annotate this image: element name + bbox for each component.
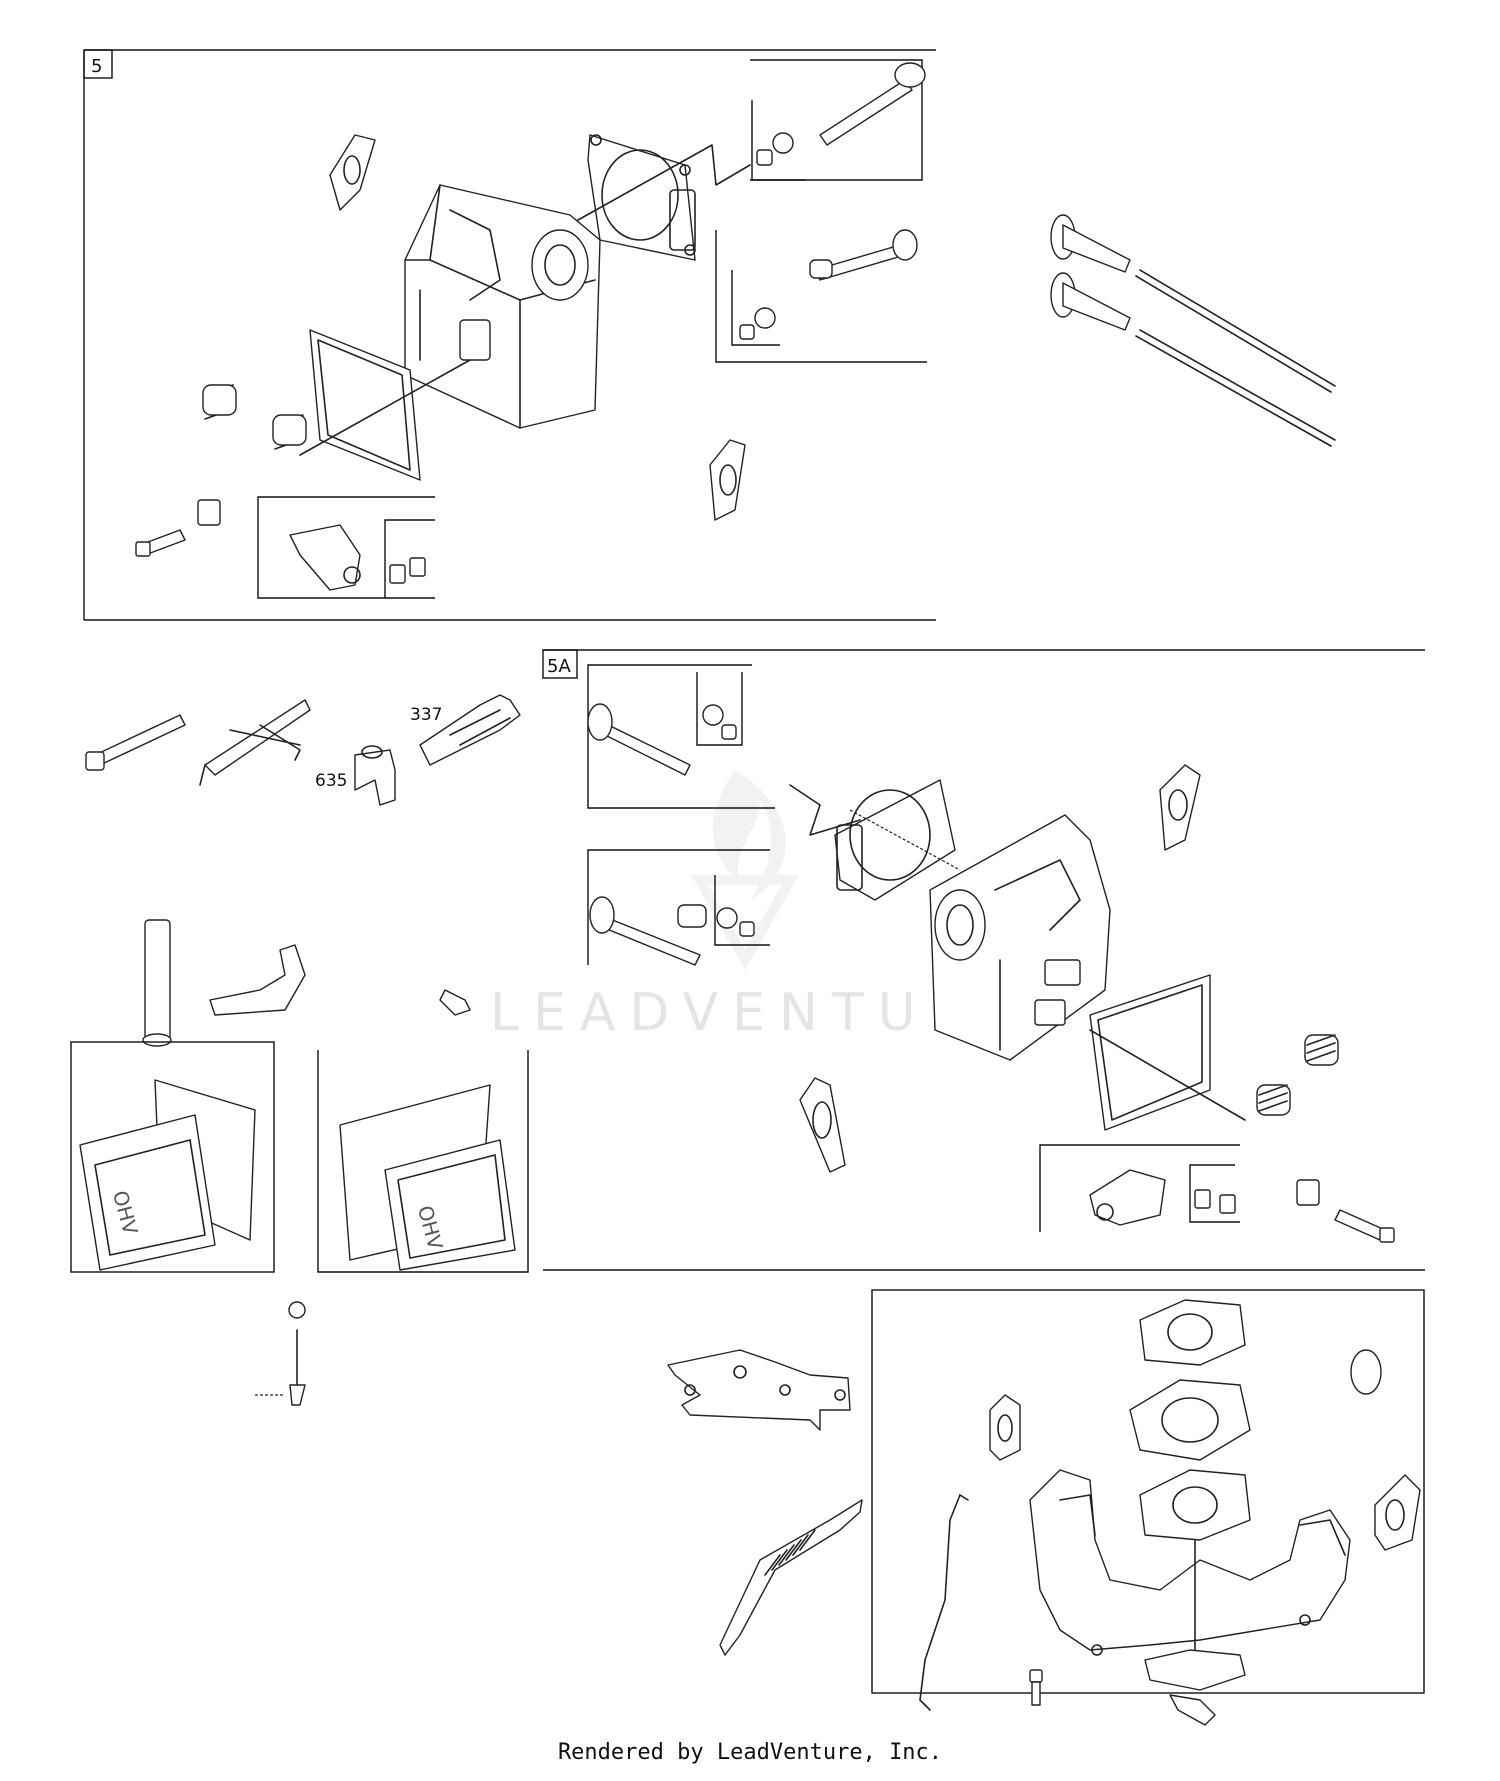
plug-boot [354, 745, 396, 806]
valve-box-upper-5 [577, 59, 926, 221]
manifold-screw-small [1029, 1669, 1043, 1706]
intake-valve [1050, 214, 1336, 393]
bolt-small [439, 989, 471, 1016]
dipstick-tube [142, 919, 172, 1047]
manifold-gasket-top [1139, 1299, 1246, 1366]
rocker-box-5 [257, 496, 435, 599]
manifold-bolt [1169, 1694, 1216, 1726]
exhaust-gasket-5 [709, 439, 746, 521]
rocker-cover-gasket-5 [299, 329, 471, 481]
section-5a-frame [542, 649, 1425, 1271]
callout-337: 337 [410, 705, 442, 725]
cylinder-head-5a [929, 814, 1111, 1061]
exhaust-manifold [1029, 1469, 1351, 1691]
manifold-gasket-mid [1139, 1469, 1251, 1541]
valve-springs-5 [202, 384, 307, 450]
spark-plug [419, 694, 521, 766]
head-bolt [85, 714, 186, 771]
bolt-5 [135, 499, 221, 557]
gasket-far-right [1374, 1474, 1421, 1551]
exhaust-manifold-box [871, 1289, 1425, 1694]
breather-hose [209, 944, 306, 1016]
rocker-cover-box-left: OHV [70, 1041, 275, 1273]
gasket-left-small [989, 1394, 1021, 1461]
rocker-box-5a [1039, 1144, 1240, 1232]
valve-box-upper-5a [587, 664, 861, 836]
section-5-frame [83, 49, 936, 621]
manifold-flange-plate [1129, 1379, 1251, 1461]
valve-box-lower-5 [715, 229, 927, 363]
section-5-label: 5 [91, 56, 102, 77]
section-5a-label: 5A [547, 656, 571, 677]
breather-tube [199, 699, 311, 786]
footer-credit: Rendered by LeadVenture, Inc. [557, 1740, 943, 1765]
head-gasket-5 [587, 134, 696, 261]
governor-spring-arm [719, 1499, 863, 1656]
rocker-cover-gasket-5a [1089, 974, 1246, 1131]
rocker-cover-box-right: OHV [317, 1050, 529, 1273]
wire-retainer [919, 1494, 969, 1711]
watermark-text: LEADVENTURE [490, 983, 1027, 1043]
exhaust-gasket-5a [799, 1077, 846, 1173]
head-gasket-5a [834, 779, 961, 901]
cylinder-head-5 [404, 184, 601, 429]
governor-bracket [667, 1349, 851, 1431]
callout-635: 635 [315, 771, 347, 791]
exhaust-valve [1050, 272, 1336, 447]
intake-gasket-5 [329, 134, 376, 211]
bolt-5a [1296, 1179, 1395, 1243]
intake-gasket-5a [1159, 764, 1201, 851]
gasket-right-small [1350, 1349, 1382, 1395]
valve-springs-5a [1256, 1034, 1339, 1116]
governor-link [255, 1301, 306, 1406]
valve-box-lower-5a [587, 849, 770, 966]
